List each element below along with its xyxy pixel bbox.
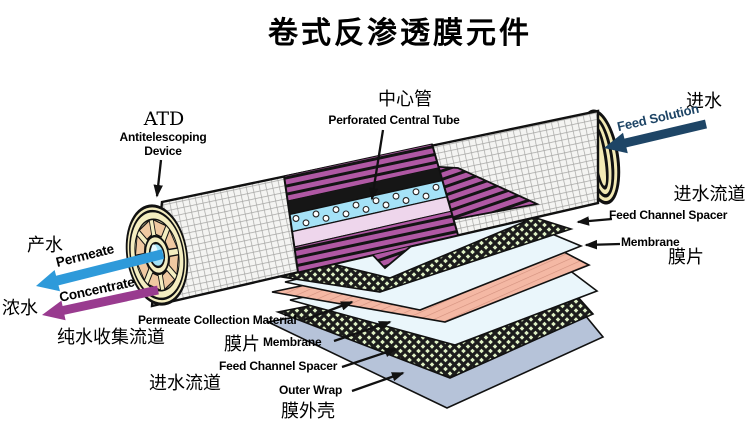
feed-spacer-pointer-right bbox=[576, 216, 613, 226]
membrane-zh-right-label: 膜片 bbox=[668, 247, 704, 268]
permeate-arrow bbox=[36, 249, 165, 292]
page-title: 卷式反渗透膜元件 bbox=[268, 16, 532, 51]
feed-zh-label: 进水 bbox=[686, 91, 722, 112]
membrane-pointer-bottom bbox=[333, 320, 392, 343]
feed-spacer-zh-bottom-label: 进水流道 bbox=[149, 373, 221, 394]
outer-wrap-en-label: Outer Wrap bbox=[279, 383, 343, 397]
central-tube-en-label: Perforated Central Tube bbox=[328, 113, 460, 127]
concentrate-zh-label: 浓水 bbox=[2, 298, 38, 319]
collection-zh-label: 纯水收集流道 bbox=[57, 327, 165, 348]
atd-pointer bbox=[153, 159, 163, 198]
collection-en-label: Permeate Collection Material bbox=[138, 313, 297, 327]
atd-spokes bbox=[135, 218, 179, 292]
feed-arrow bbox=[604, 119, 707, 154]
central-tube-zh-label: 中心管 bbox=[378, 89, 432, 110]
feed-spacer-en-right-label: Feed Channel Spacer bbox=[609, 208, 728, 222]
feed-spacer-pointer-bottom bbox=[341, 347, 398, 369]
concentrate-arrow bbox=[42, 285, 159, 321]
membrane-en-right-label: Membrane bbox=[621, 235, 680, 249]
membrane-pointer-right bbox=[584, 239, 621, 250]
feed-spacer-en-bottom-label: Feed Channel Spacer bbox=[219, 359, 338, 373]
atd-abbr-label: ATD bbox=[143, 108, 185, 130]
collection-pointer bbox=[303, 300, 354, 322]
central-tube-pointer bbox=[369, 129, 385, 201]
membrane-zh-bottom-label: 膜片 bbox=[224, 334, 260, 355]
shadow-band bbox=[287, 167, 443, 215]
feed-spacer-zh-right-label: 进水流道 bbox=[673, 184, 746, 205]
cutaway bbox=[283, 143, 459, 273]
outer-wrap-zh-label: 膜外壳 bbox=[281, 401, 335, 422]
atd-label: Antitelescoping Device bbox=[119, 130, 207, 158]
membrane-en-bottom-label: Membrane bbox=[263, 335, 322, 349]
outer-wrap-pointer bbox=[351, 371, 405, 393]
permeate-zh-label: 产水 bbox=[27, 235, 63, 256]
